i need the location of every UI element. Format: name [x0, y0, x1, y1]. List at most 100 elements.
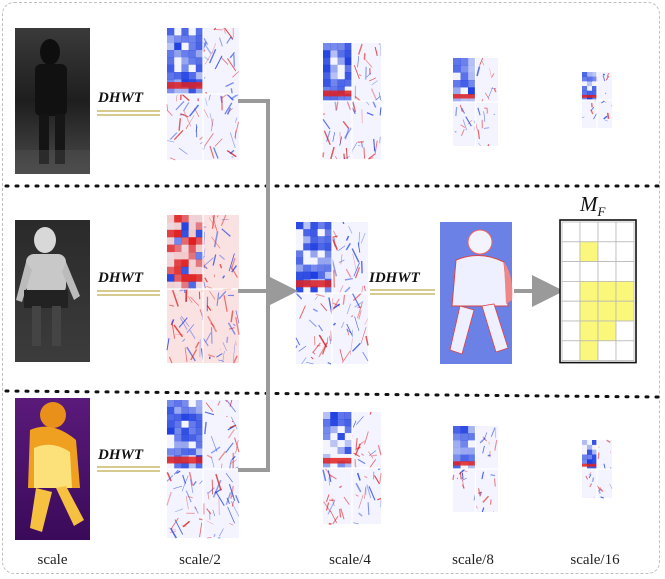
tile-rgb-scale4-edge	[357, 141, 364, 143]
tile-fused-scale4-ll-cell	[303, 285, 311, 294]
tile-th-scale16-ll-cell	[592, 449, 598, 455]
tile-th-scale2-edge	[166, 491, 172, 506]
tile-th-scale16-ll-cell	[582, 464, 588, 470]
tile-th-scale4-ll-cell	[330, 433, 338, 441]
tile-fused-scale4-edge	[333, 303, 341, 309]
tile-th-scale2-edge	[210, 446, 221, 454]
tile-th-scale4-ll-cell	[344, 412, 353, 420]
tile-th-scale2-edge	[194, 506, 199, 514]
tile-th-scale2-edge	[206, 508, 212, 515]
tile-th-scale8-edge	[481, 471, 485, 480]
tile-rgb-scale4-edge	[335, 156, 337, 160]
tile-rgb-scale8-edge	[488, 87, 494, 98]
tile-th-scale8-edge	[462, 484, 465, 489]
tile-th-scale4-ll-cell	[344, 433, 353, 441]
tile-th-scale16-edge	[597, 489, 601, 494]
tile-th-scale2-edge	[231, 456, 236, 460]
dhwt-connector-row2	[97, 290, 160, 296]
tile-rgb-scale2-ll-cell	[181, 64, 189, 73]
tile-ir-scale2-edge	[209, 290, 216, 300]
tile-ir-scale2-edge	[230, 310, 234, 323]
tile-ir-scale2-ll-cell	[195, 244, 204, 253]
tile-fused-scale4-edge	[354, 300, 364, 308]
tile-th-scale2-edge	[218, 528, 224, 537]
tile-ir-scale2-ll-cell	[181, 266, 189, 275]
tile-rgb-scale2-edge	[208, 94, 211, 101]
tile-th-scale2-band-3	[203, 469, 239, 538]
tile-th-scale2-edge	[215, 473, 222, 491]
tile-fused-scale4-ll-cell	[296, 229, 304, 237]
tile-rgb-scale2-edge	[176, 93, 178, 102]
tile-rgb-scale2-edge	[208, 48, 217, 64]
tile-rgb-scale16-ll-cell	[582, 86, 588, 91]
tile-th-scale2-ll-cell	[195, 441, 204, 449]
tile-rgb-scale16-band-1	[597, 72, 612, 100]
tile-fused-scale4-edge	[342, 294, 346, 305]
tile-ir-scale2-ll-cell	[167, 244, 175, 253]
thermal-input-image	[15, 398, 90, 540]
tile-th-scale4-edge	[379, 473, 382, 483]
tile-rgb-scale4-edge	[366, 112, 374, 116]
tile-th-scale4-edge	[361, 453, 364, 456]
mask-symbol: M	[580, 192, 598, 216]
tile-ir-scale2-edge	[212, 254, 217, 266]
tile-rgb-scale2-ll-cell	[195, 86, 204, 95]
tile-fused-scale4-edge	[310, 356, 314, 360]
tile-th-scale2-edge	[230, 494, 235, 498]
tile-rgb-scale2-edge	[178, 118, 182, 131]
tile-th-scale4-ll-cell	[323, 419, 331, 427]
tile-fused-scale4-ll-cell	[324, 250, 333, 258]
tile-fused-scale4-ll-cell	[324, 229, 333, 237]
tile-th-scale4-edge	[358, 494, 364, 509]
tile-th-scale4-edge	[354, 459, 357, 469]
tile-rgb-scale8-ll-cell	[453, 65, 461, 73]
tile-th-scale2-ll-stripe	[167, 456, 203, 464]
tile-rgb-scale2-edge	[183, 109, 192, 127]
tile-rgb-scale4-edge	[372, 100, 377, 108]
tile-th-scale4-band-3	[352, 468, 381, 524]
tile-rgb-scale4-ll-cell	[330, 72, 338, 80]
tile-rgb-scale2-edge	[169, 132, 178, 140]
tile-rgb-scale8-band-3	[475, 102, 498, 146]
tile-th-scale8-edge	[482, 495, 490, 503]
tile-th-scale16-ll-cell	[592, 454, 598, 460]
tile-rgb-scale8-ll-cell	[453, 87, 461, 95]
tile-rgb-scale2-edge	[166, 109, 173, 117]
tile-th-scale8-edge	[452, 474, 455, 480]
tile-fused-scale4-edge	[350, 315, 354, 318]
tile-th-scale2-ll-cell	[195, 400, 204, 408]
tile-th-scale2-ll-cell	[181, 413, 189, 421]
tile-th-scale16-edge	[603, 463, 606, 470]
tile-rgb-scale4-ll-stripe	[323, 90, 352, 97]
tile-rgb-scale16-band-3	[597, 100, 612, 128]
tile-th-scale16-edge	[600, 496, 604, 499]
tile-th-scale4-ll-cell	[330, 461, 338, 469]
tile-rgb-scale4-ll-cell	[344, 72, 353, 80]
tile-rgb-scale2-ll-cell	[195, 28, 204, 36]
tile-ir-scale2-edge	[166, 338, 170, 351]
tile-rgb-scale8-ll-stripe	[453, 94, 476, 99]
tile-ir-scale2-edge	[210, 322, 215, 328]
tile-fused-scale4-ll-cell	[310, 271, 318, 280]
tile-rgb-scale8-edge	[459, 104, 463, 113]
tile-rgb-scale2-ll-cell	[195, 42, 204, 51]
tile-rgb-scale4-edge	[346, 100, 351, 110]
tile-th-scale2-ll-cell	[167, 462, 175, 470]
tile-rgb-scale2-ll-cell	[188, 50, 197, 58]
tile-ir-scale2-ll-cell	[195, 274, 204, 282]
tile-rgb-scale4-edge	[323, 130, 331, 146]
tile-th-scale4-ll-cell	[330, 454, 338, 462]
tile-rgb-scale2-ll-cell	[188, 57, 197, 65]
tile-rgb-scale16-ll-cell	[592, 90, 598, 96]
tile-ir-scale2-edge	[220, 214, 227, 227]
tile-fused-scale4-ll-cell	[310, 285, 318, 294]
tile-fused-scale4-ll-cell	[317, 257, 326, 265]
tile-fused-scale4-edge	[333, 269, 335, 288]
tile-rgb-scale4-ll-cell	[323, 43, 331, 51]
tile-rgb-scale8-ll-cell	[468, 80, 476, 88]
tile-rgb-scale2-ll-cell	[174, 28, 182, 36]
tile-th-scale2-edge	[173, 469, 179, 475]
tile-rgb-scale8-edge	[489, 68, 492, 77]
tile-rgb-scale8-edge	[481, 60, 485, 66]
